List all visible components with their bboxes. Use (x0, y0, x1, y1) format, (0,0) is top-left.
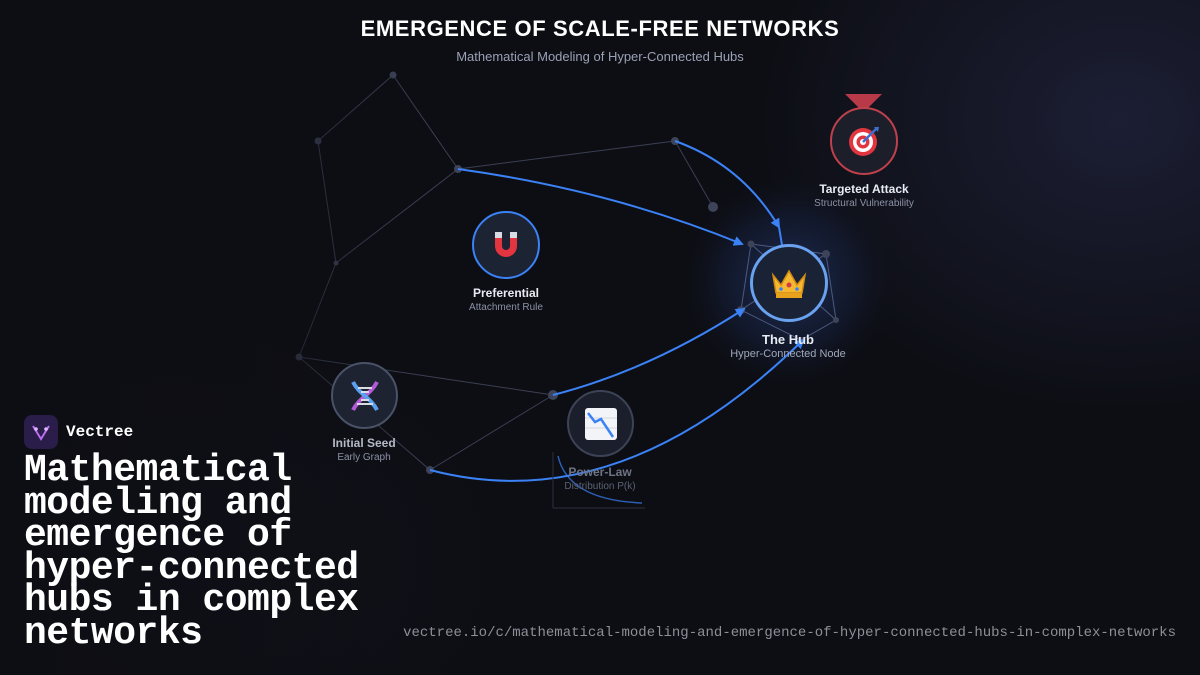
attack-subtitle: Structural Vulnerability (814, 198, 914, 209)
hub-node (750, 244, 828, 322)
vectree-logo-icon (32, 425, 50, 441)
edge (298, 262, 337, 358)
preferential-title: Preferential (472, 286, 540, 300)
powerlaw-subtitle: Distribution P(k) (564, 481, 636, 492)
diagram-title: EMERGENCE OF SCALE-FREE NETWORKS (360, 16, 840, 41)
graph-node (833, 317, 839, 323)
dna-icon (350, 380, 379, 411)
edge (317, 140, 337, 264)
diagram-header: EMERGENCE OF SCALE-FREE NETWORKS Mathema… (0, 16, 1200, 64)
hub-title: The Hub (762, 332, 814, 347)
preferential-node (472, 211, 540, 279)
diagram-subtitle: Mathematical Modeling of Hyper-Connected… (456, 49, 744, 64)
hub-subtitle: Hyper-Connected Node (730, 348, 846, 360)
magnet-icon (495, 232, 517, 257)
powerlaw-title: Power-Law (568, 465, 632, 479)
brand: Vectree (24, 415, 133, 449)
edge (429, 394, 554, 471)
graph-node (314, 137, 322, 145)
seed-subtitle: Early Graph (337, 452, 391, 463)
arrow-to-hub (457, 168, 744, 246)
graph-node (822, 250, 830, 258)
edge (317, 74, 394, 142)
graph-node (708, 202, 718, 212)
attack-node (830, 107, 898, 175)
preferential-subtitle: Attachment Rule (469, 302, 543, 313)
power-law-curve (552, 452, 645, 509)
graph-node (333, 260, 339, 266)
hub-link (778, 226, 783, 246)
graph-node (389, 71, 397, 79)
edge (674, 140, 714, 208)
arrow-to-hub (552, 307, 746, 396)
seed-title: Initial Seed (332, 436, 396, 450)
brand-name: Vectree (66, 423, 134, 441)
target-icon (849, 127, 879, 156)
crown-icon (771, 269, 807, 298)
edge (457, 140, 676, 170)
attachment-arrows (429, 140, 805, 482)
attack-shield (845, 94, 882, 108)
edge (392, 74, 459, 170)
arrow-to-hub (674, 140, 781, 229)
attack-title: Targeted Attack (819, 182, 909, 196)
graph-node (747, 240, 755, 248)
powerlaw-node (567, 390, 634, 457)
chart-decreasing-icon (584, 407, 617, 440)
page-url[interactable]: vectree.io/c/mathematical-modeling-and-e… (403, 625, 1176, 641)
arrow-to-hub (429, 338, 805, 482)
edge (335, 168, 459, 264)
seed-node (331, 362, 398, 429)
headline: Mathematical modeling and emergence of h… (24, 449, 359, 655)
graph-node (295, 353, 303, 361)
brand-logo (24, 415, 58, 449)
